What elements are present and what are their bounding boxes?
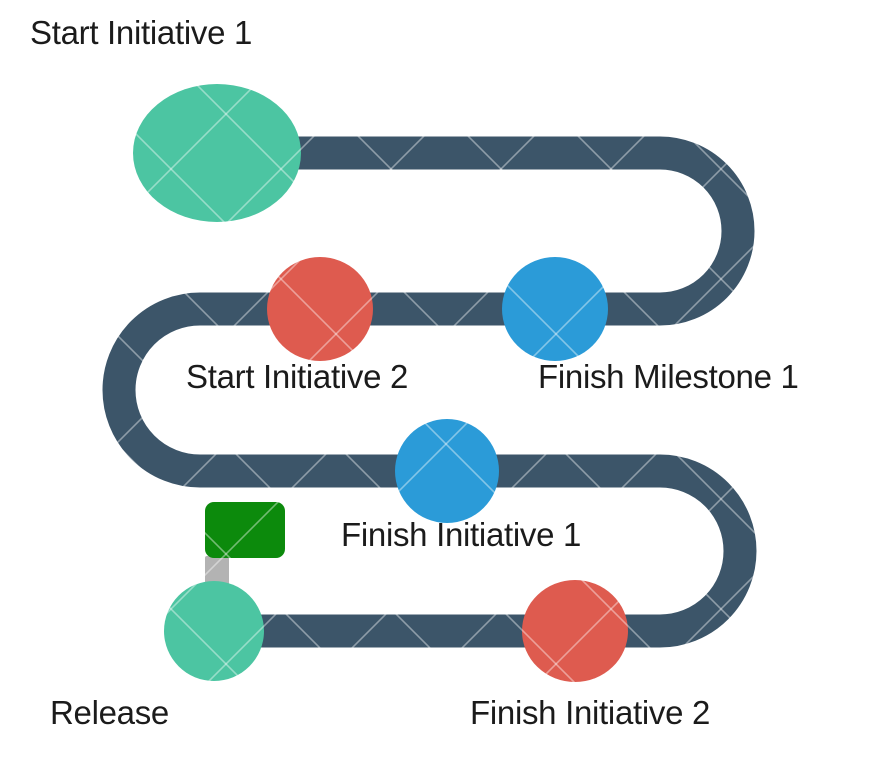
milestone-label-finish-initiative-2: Finish Initiative 2 [470,694,711,731]
milestone-label-start-initiative-1: Start Initiative 1 [30,14,253,51]
milestone-label-release: Release [50,694,169,731]
milestone-label-start-initiative-2: Start Initiative 2 [186,358,409,395]
milestone-label-finish-initiative-1: Finish Initiative 1 [341,516,582,553]
milestone-label-finish-milestone-1: Finish Milestone 1 [538,358,799,395]
